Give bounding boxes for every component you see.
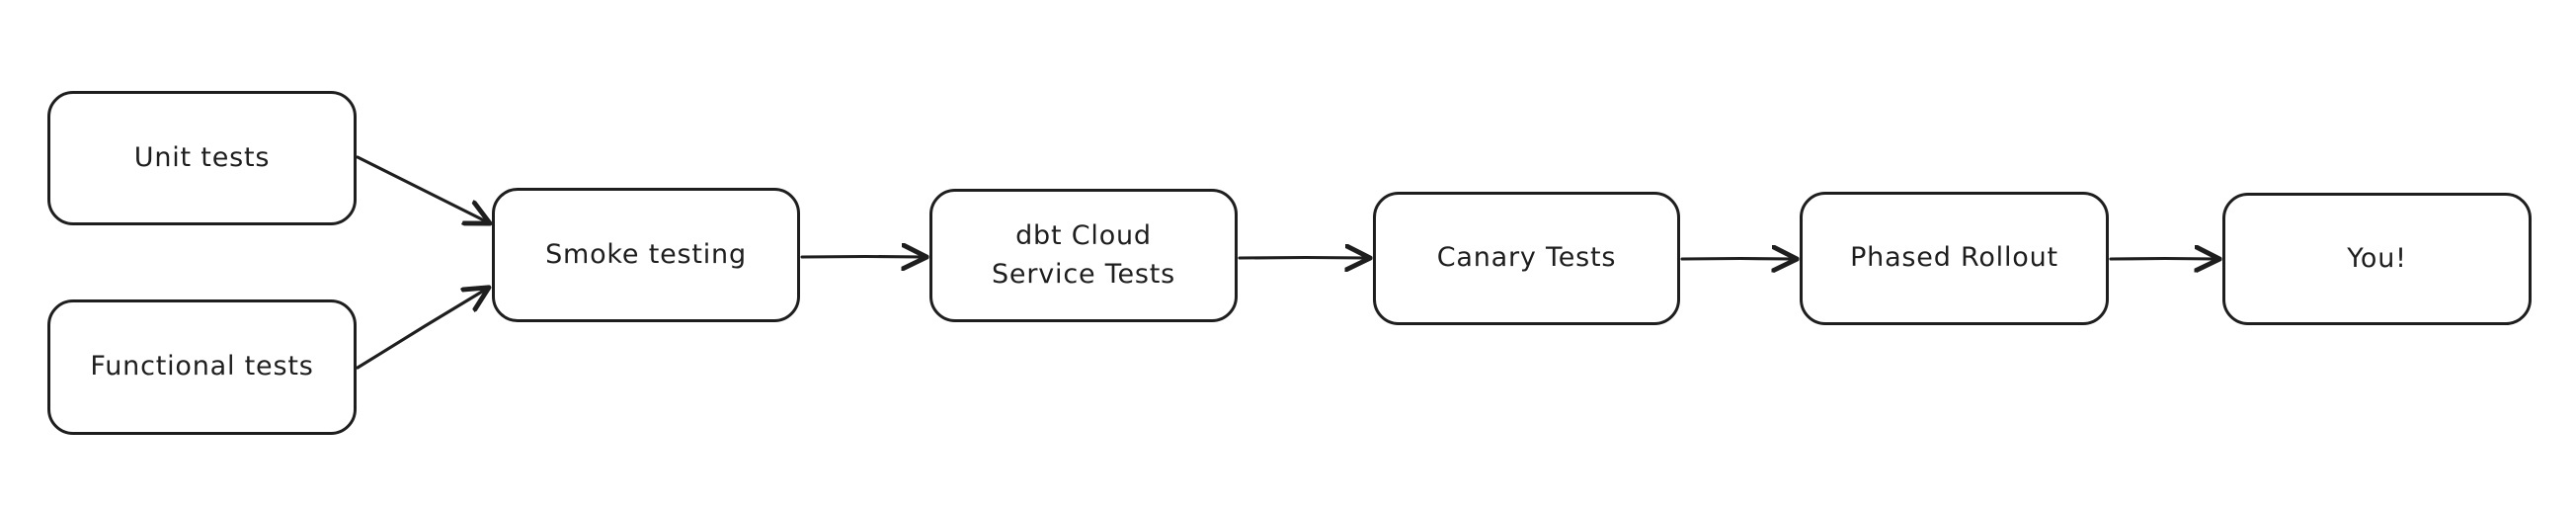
node-smoke-testing[interactable]: Smoke testing	[492, 188, 800, 322]
node-dbt-cloud-service-tests[interactable]: dbt Cloud Service Tests	[929, 189, 1238, 322]
edge-smoke-to-dbt	[800, 257, 925, 258]
node-canary-tests[interactable]: Canary Tests	[1373, 192, 1680, 325]
edge-functional-to-smoke	[356, 289, 487, 370]
node-label-canary-tests: Canary Tests	[1436, 242, 1617, 274]
node-label-dbt-cloud-service-tests: dbt Cloud Service Tests	[991, 220, 1175, 290]
node-label-functional-tests: Functional tests	[90, 351, 314, 382]
node-label-you: You!	[2347, 242, 2407, 274]
edge-canary-to-phased	[1680, 259, 1795, 260]
node-you[interactable]: You!	[2222, 193, 2532, 325]
edge-phased-to-you	[2109, 259, 2217, 260]
node-functional-tests[interactable]: Functional tests	[47, 299, 357, 435]
node-label-unit-tests: Unit tests	[133, 141, 271, 173]
node-label-phased-rollout: Phased Rollout	[1850, 242, 2058, 274]
node-phased-rollout[interactable]: Phased Rollout	[1800, 192, 2109, 325]
edge-dbt-to-canary	[1238, 258, 1368, 259]
node-unit-tests[interactable]: Unit tests	[47, 91, 357, 225]
node-label-smoke-testing: Smoke testing	[545, 238, 747, 270]
edge-unit-to-smoke	[356, 155, 488, 222]
